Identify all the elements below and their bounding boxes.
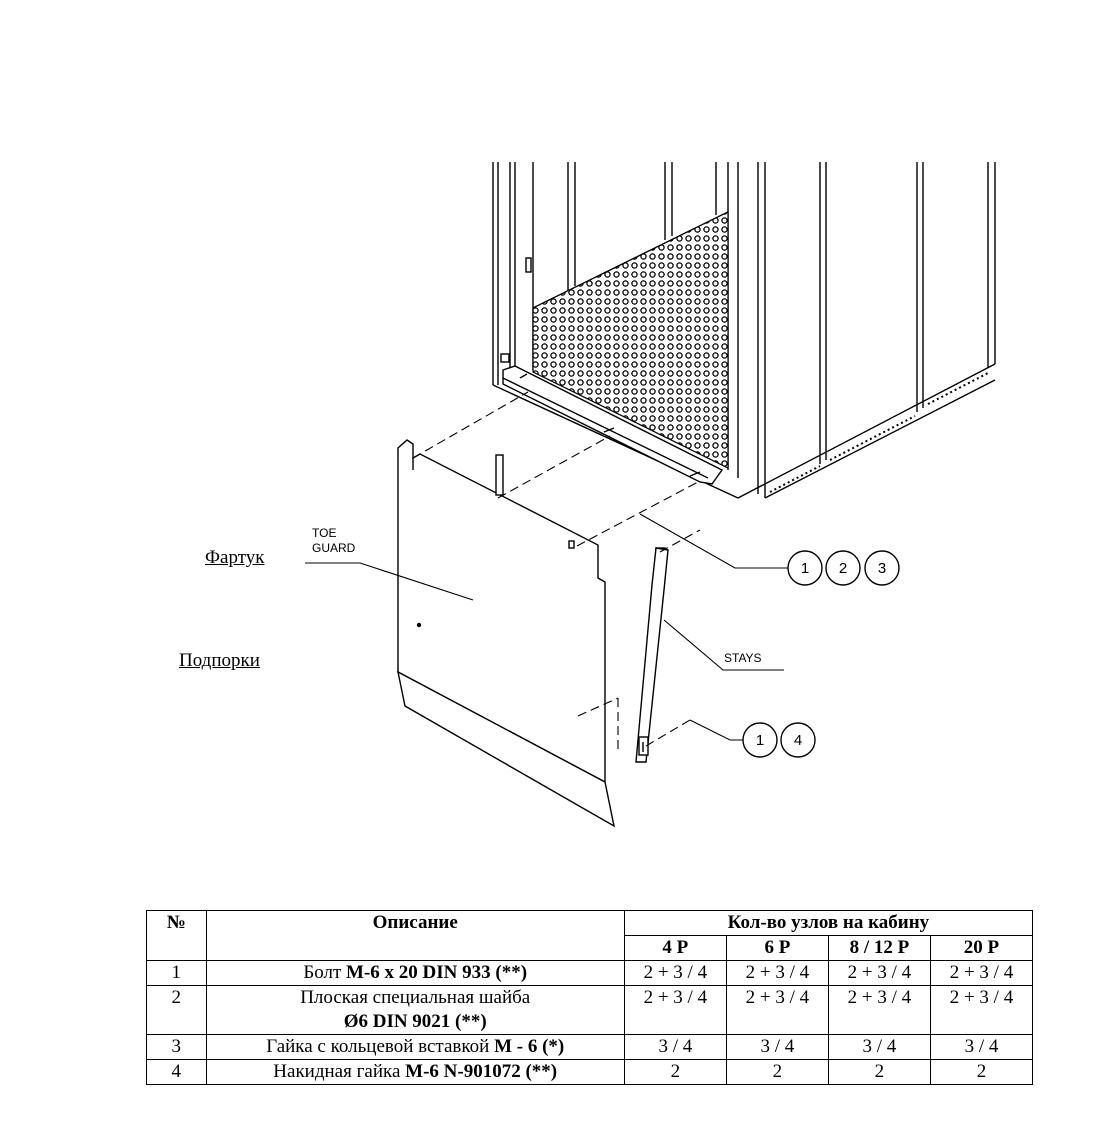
callout-group-top: 1 2 3 <box>787 550 900 586</box>
row-qty-8-12p: 2 + 3 / 4 <box>827 960 931 986</box>
callout-group-bottom: 1 4 <box>742 722 816 758</box>
assembly-drawing: 1 2 3 1 4 TOE GUARD STAYS <box>305 162 996 828</box>
row-qty-4p: 2 <box>623 1059 727 1085</box>
callout-4: 4 <box>794 732 802 749</box>
props-label-ru: Подпорки <box>179 650 260 671</box>
table-row: 4 Накидная гайка M-6 N-901072 (**) 2 2 2… <box>146 1059 1034 1085</box>
callout-2: 2 <box>839 560 847 577</box>
toe-guard-label-line1: TOE <box>312 526 336 540</box>
row-qty-8-12p: 2 + 3 / 4 <box>827 985 931 1035</box>
table-subheader-row: 4 P 6 P 8 / 12 P 20 P <box>147 935 1034 961</box>
bottom-rail <box>502 365 724 485</box>
row-qty-20p: 3 / 4 <box>929 1034 1034 1060</box>
header-qty-group: Кол-во узлов на кабину <box>623 910 1034 936</box>
header-qty-6p: 6 P <box>725 935 829 961</box>
header-qty-4p: 4 P <box>623 935 727 961</box>
row-number: 1 <box>146 960 207 986</box>
row-qty-20p: 2 <box>929 1059 1034 1085</box>
perforated-panel <box>532 211 729 469</box>
row-number: 3 <box>146 1034 207 1060</box>
callout-3: 3 <box>878 560 886 577</box>
header-qty-8-12p: 8 / 12 P <box>827 935 931 961</box>
stay-bracket <box>635 547 669 763</box>
row-number: 4 <box>146 1059 207 1085</box>
header-description: Описание <box>205 910 625 961</box>
row-qty-4p: 2 + 3 / 4 <box>623 985 727 1035</box>
row-qty-6p: 2 + 3 / 4 <box>725 960 829 986</box>
row-qty-8-12p: 2 <box>827 1059 931 1085</box>
row-qty-6p: 2 + 3 / 4 <box>725 985 829 1035</box>
header-qty-20p: 20 P <box>929 935 1034 961</box>
header-no: № <box>146 910 207 961</box>
row-qty-4p: 2 + 3 / 4 <box>623 960 727 986</box>
row-description: Накидная гайка M-6 N-901072 (**) <box>205 1059 625 1085</box>
table-header-row: № Описание Кол-во узлов на кабину <box>146 910 1034 961</box>
assembly-lines <box>412 391 701 752</box>
row-description: Гайка с кольцевой вставкой M - 6 (*) <box>205 1034 625 1060</box>
row-number: 2 <box>146 985 207 1035</box>
row-description: Болт M-6 x 20 DIN 933 (**) <box>205 960 625 986</box>
leader-lines <box>305 513 788 741</box>
callout-1: 1 <box>801 560 809 577</box>
table-row: 1 Болт M-6 x 20 DIN 933 (**) 2 + 3 / 4 2… <box>146 960 1034 986</box>
row-qty-20p: 2 + 3 / 4 <box>929 960 1034 986</box>
table-row: 3 Гайка с кольцевой вставкой M - 6 (*) 3… <box>146 1034 1034 1060</box>
parts-table: № Описание Кол-во узлов на кабину 4 P 6 … <box>146 910 1034 1085</box>
stays-label: STAYS <box>724 651 762 665</box>
toe-guard-label-line2: GUARD <box>312 541 356 555</box>
toe-guard-panel <box>397 439 666 828</box>
row-qty-6p: 2 <box>725 1059 829 1085</box>
callout-1: 1 <box>756 732 764 749</box>
base-hatching <box>769 371 991 493</box>
apron-label-ru: Фартук <box>205 547 265 568</box>
row-qty-8-12p: 3 / 4 <box>827 1034 931 1060</box>
row-qty-6p: 3 / 4 <box>725 1034 829 1060</box>
row-qty-4p: 3 / 4 <box>623 1034 727 1060</box>
row-qty-20p: 2 + 3 / 4 <box>929 985 1034 1035</box>
